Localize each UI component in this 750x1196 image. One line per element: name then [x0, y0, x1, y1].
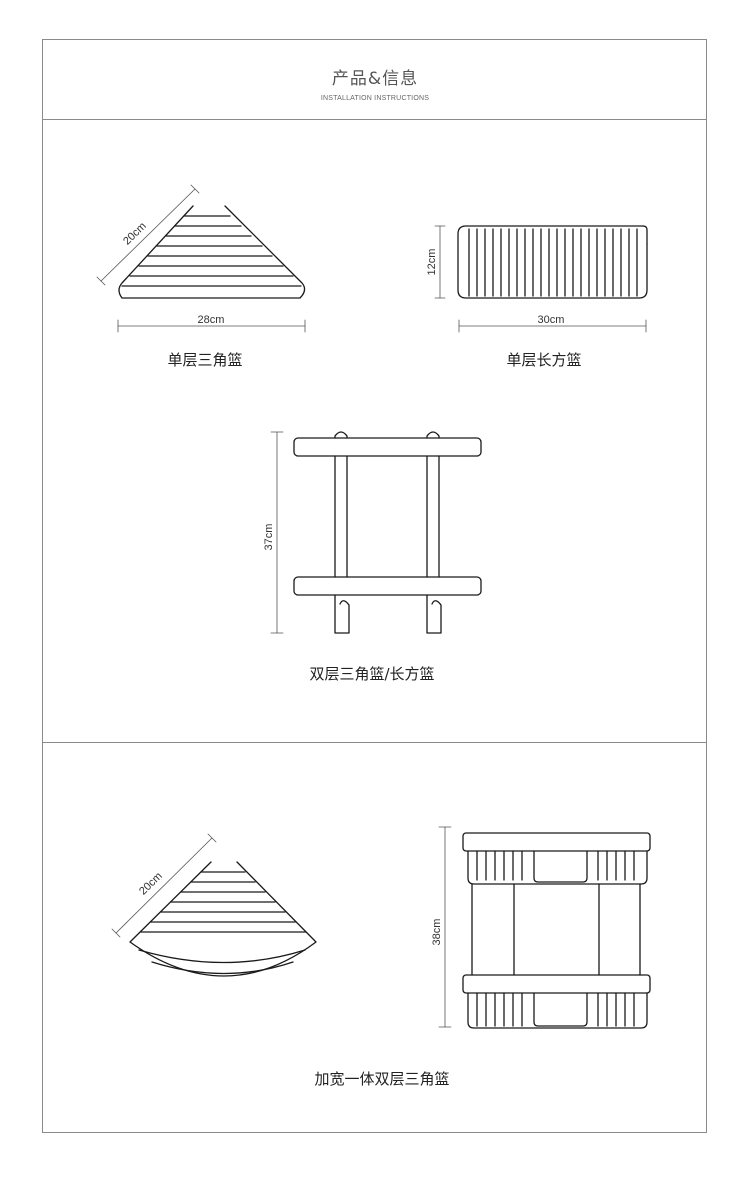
outer-frame: [42, 39, 707, 1133]
wide-double-height-dim: 38cm: [431, 919, 443, 946]
single-rect-basket-drawing: [457, 225, 648, 299]
page-title: 产品&信息: [331, 69, 419, 89]
header-divider: [42, 119, 707, 120]
single-corner-side-dim: 20cm: [121, 220, 149, 247]
single-rect-dim-lines: [434, 225, 647, 333]
caption-wide-double: 加宽一体双层三角篮: [314, 1070, 450, 1088]
page-subtitle: INSTALLATION INSTRUCTIONS: [320, 95, 430, 102]
double-basket-dim-lines: [270, 431, 284, 634]
single-rect-width-dim: 30cm: [538, 314, 565, 326]
single-rect-height-dim: 12cm: [426, 249, 438, 276]
caption-double: 双层三角篮/长方篮: [309, 665, 435, 683]
wide-corner-basket-drawing: [129, 861, 317, 977]
single-corner-width-dim: 28cm: [198, 314, 225, 326]
caption-single-corner: 单层三角篮: [167, 351, 243, 369]
caption-single-rect: 单层长方篮: [506, 351, 582, 369]
single-corner-dim-lines: [96, 184, 306, 333]
wide-double-dim-lines: [438, 826, 452, 1028]
wide-corner-side-dim: 20cm: [137, 870, 165, 897]
double-basket-drawing: [293, 431, 482, 634]
section-divider: [42, 742, 707, 743]
wide-double-basket-drawing: [462, 832, 651, 1029]
single-corner-basket-drawing: [118, 205, 306, 299]
double-basket-height-dim: 37cm: [263, 524, 275, 551]
wide-corner-dim-lines: [111, 833, 217, 938]
